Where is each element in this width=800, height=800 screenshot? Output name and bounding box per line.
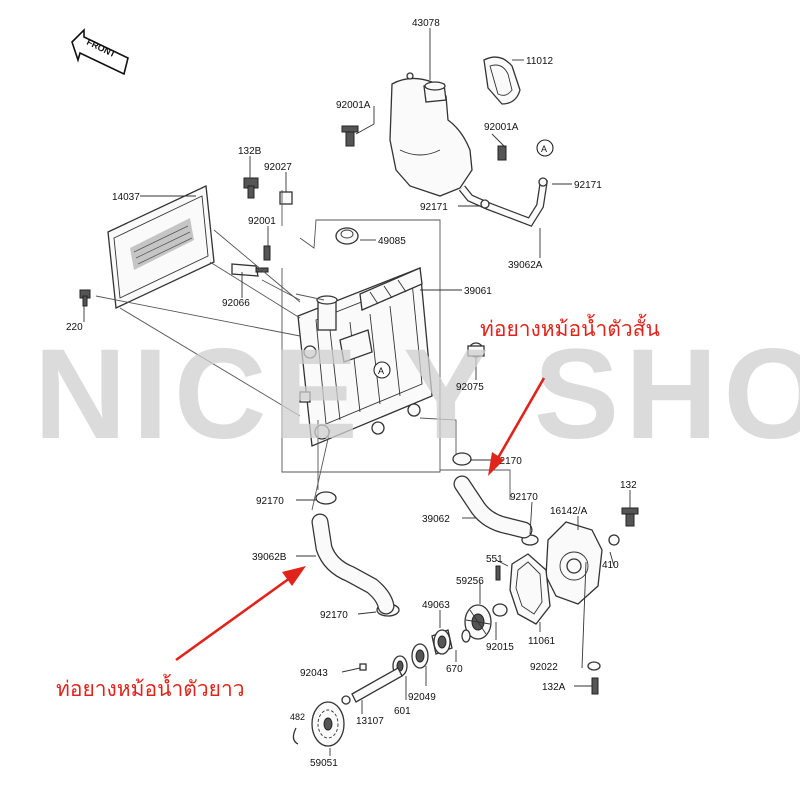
part-label-132a: 132A [542, 682, 566, 693]
watermark-text: NICE Y SHOP [34, 323, 800, 466]
front-direction-marker: FRONT [71, 28, 129, 76]
long-hose-arrowhead [282, 566, 306, 586]
part-label-59256: 59256 [456, 576, 484, 587]
assembly-frame-lines [95, 190, 511, 511]
part-label-92170-c: 92170 [510, 492, 538, 503]
radiator-cap [335, 227, 359, 245]
part-label-39062b: 39062B [252, 552, 287, 563]
part-label-92066: 92066 [222, 298, 250, 309]
part-label-14037: 14037 [112, 192, 140, 203]
part-label-92171-left: 92171 [420, 202, 448, 213]
water-pump-cover [545, 507, 639, 695]
part-label-220: 220 [66, 322, 83, 333]
reservoir-cap [483, 56, 521, 105]
part-label-92001a-left: 92001A [336, 100, 371, 111]
part-label-92001a-right: 92001A [484, 122, 519, 133]
part-label-92171-right: 92171 [574, 180, 602, 191]
short-hose-annotation: ท่อยางหม้อน้ำตัวสั้น [480, 314, 660, 476]
ref-marker-a-upper: A [536, 139, 554, 157]
short-radiator-hose [453, 475, 533, 539]
ref-marker-a-lower: A [373, 361, 391, 379]
part-label-92043: 92043 [300, 668, 328, 679]
reservoir-bolts [341, 72, 507, 161]
part-label-49085: 49085 [378, 236, 406, 247]
callout-leaders [83, 28, 631, 756]
bolts-hardware-left [79, 177, 293, 307]
part-label-92075: 92075 [456, 382, 484, 393]
mechanical-seal [431, 629, 471, 655]
short-hose-annotation-text: ท่อยางหม้อน้ำตัวสั้น [480, 314, 660, 341]
hose-clamps [315, 452, 539, 617]
part-label-39061: 39061 [464, 286, 492, 297]
short-hose-arrow [496, 377, 546, 459]
part-label-92170-b: 92170 [256, 496, 284, 507]
part-label-39062: 39062 [422, 514, 450, 525]
part-label-13107: 13107 [356, 716, 384, 727]
pump-drive-gear [292, 701, 345, 747]
long-radiator-hose [311, 513, 395, 615]
pump-gasket [495, 553, 551, 625]
part-label-16142a: 16142/A [550, 506, 588, 517]
part-label-92001: 92001 [248, 216, 276, 227]
part-label-92015: 92015 [486, 642, 514, 653]
part-label-601: 601 [394, 706, 411, 717]
oil-seal-bearing [392, 643, 429, 677]
long-hose-annotation-text: ท่อยางหม้อน้ำตัวยาว [56, 674, 245, 701]
long-hose-arrow [175, 576, 291, 662]
part-label-49063: 49063 [422, 600, 450, 611]
part-label-410: 410 [602, 560, 619, 571]
part-label-132: 132 [620, 480, 637, 491]
part-label-11012: 11012 [526, 56, 554, 67]
part-label-92027: 92027 [264, 162, 292, 173]
reservoir-hose-39062a [458, 177, 548, 227]
part-label-59051: 59051 [310, 758, 338, 769]
screen-mesh [130, 218, 194, 270]
part-label-43078: 43078 [412, 18, 440, 29]
part-label-92022: 92022 [530, 662, 558, 673]
part-label-92170-a: 92170 [494, 456, 522, 467]
radiator [297, 267, 485, 447]
part-label-551: 551 [486, 554, 503, 565]
pump-impeller [464, 603, 508, 640]
part-label-670: 670 [446, 664, 463, 675]
ref-marker-a-upper-label: A [541, 144, 547, 154]
part-label-11061: 11061 [528, 636, 556, 647]
part-label-92170-d: 92170 [320, 610, 348, 621]
radiator-screen [107, 185, 215, 309]
part-label-482: 482 [290, 712, 305, 722]
ref-marker-a-lower-label: A [378, 366, 384, 376]
reservoir-tank [389, 77, 473, 197]
short-hose-arrowhead [488, 452, 504, 476]
part-label-39062a: 39062A [508, 260, 543, 271]
part-label-92049: 92049 [408, 692, 436, 703]
part-labels: 43078 11012 92001A 92001A 132B 92027 140… [66, 18, 637, 769]
part-label-132b: 132B [238, 146, 262, 157]
pump-shaft [341, 663, 403, 705]
long-hose-annotation: ท่อยางหม้อน้ำตัวยาว [56, 566, 306, 701]
